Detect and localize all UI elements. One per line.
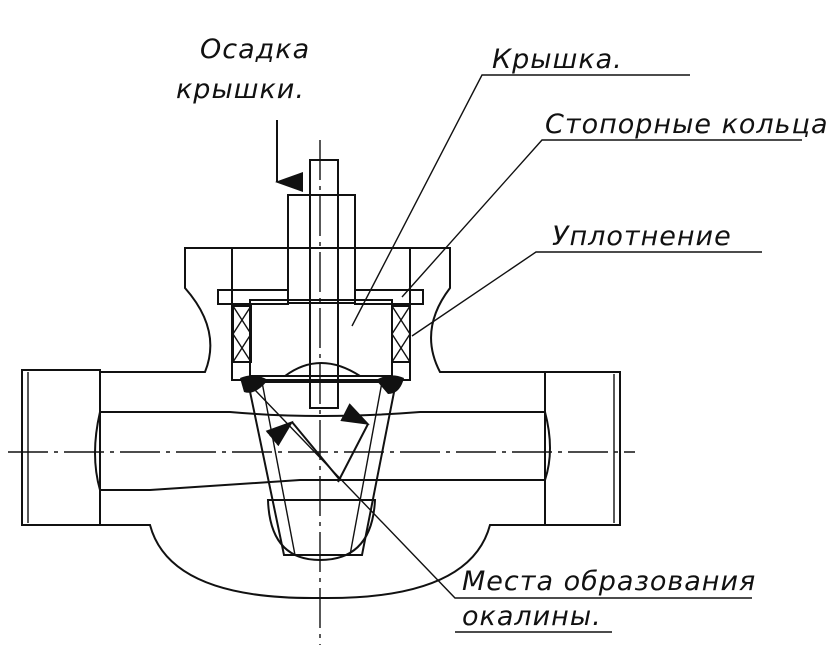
label-scale-2: окалины.: [462, 601, 602, 632]
pipe-end-left: [21, 369, 101, 526]
body-cavity: [231, 247, 411, 381]
flow-bore: [94, 411, 551, 491]
pipe-end-right: [544, 371, 621, 526]
label-upsetting-2: крышки.: [176, 74, 305, 105]
label-seal: Уплотнение: [552, 221, 732, 252]
scale-spot-left: [240, 375, 268, 393]
label-cover: Крышка.: [492, 44, 623, 75]
leader-rings: [401, 139, 802, 298]
cover: [249, 299, 393, 377]
retaining-ring-left: [217, 289, 289, 305]
label-upsetting-1: Осадка: [200, 34, 310, 65]
leader-cover: [351, 74, 690, 327]
retaining-ring-right: [354, 289, 424, 305]
cone-plug: [246, 381, 398, 556]
leader-seal: [411, 251, 762, 337]
leader-scale: [254, 389, 752, 599]
scale-arrow-right: [337, 403, 370, 483]
label-retaining-rings: Стопорные кольца: [545, 109, 827, 140]
seal-left: [232, 305, 252, 363]
seal-right: [391, 305, 411, 363]
scale-spot-right: [376, 375, 404, 394]
label-scale-1: Места образования: [462, 566, 756, 597]
gland: [287, 194, 356, 304]
stem: [309, 159, 339, 409]
